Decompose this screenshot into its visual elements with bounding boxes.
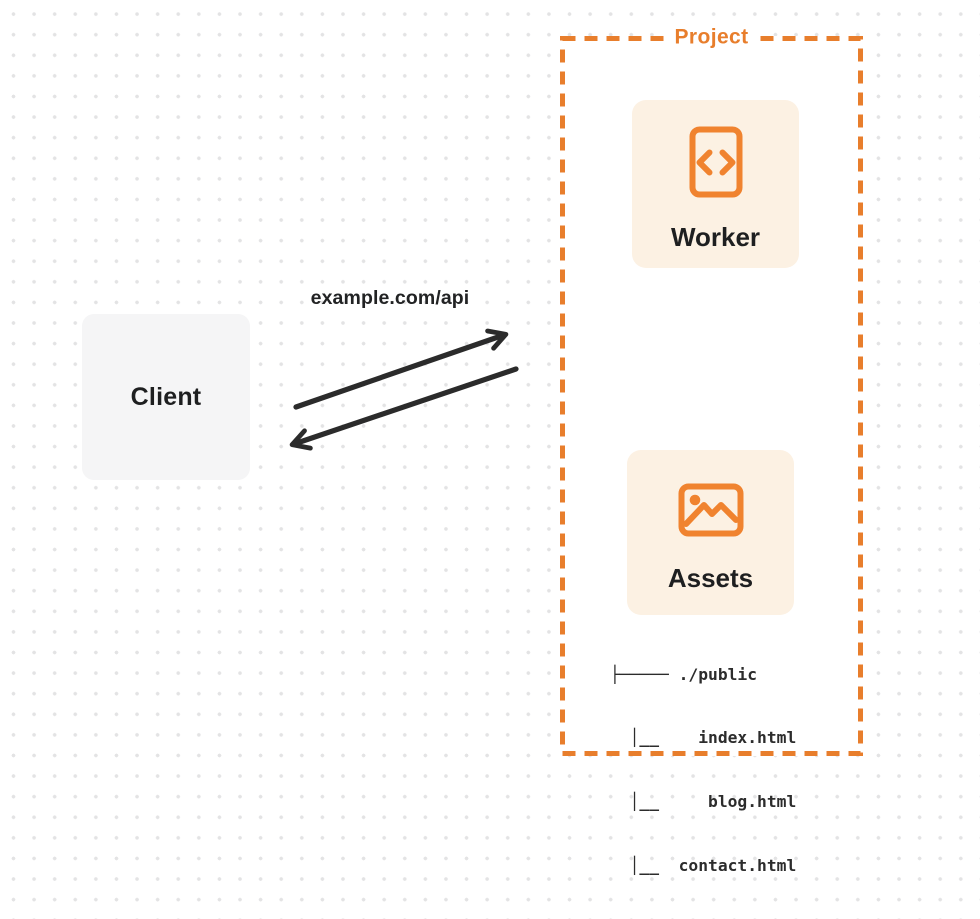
file-tree-line: │__ index.html [610, 728, 797, 748]
project-title: Project [664, 25, 759, 50]
file-tree-line: ├───── ./public [610, 664, 758, 684]
client-label: Client [130, 382, 202, 411]
worker-node: Worker [632, 100, 799, 268]
worker-label: Worker [670, 222, 761, 252]
project-container: Project Worker Assets ├───── ./public │_… [560, 25, 863, 875]
diagram-page: { "colors": { "accent": "#E87E2C", "icon… [0, 0, 980, 875]
response-arrow [289, 366, 519, 451]
request-url-label: example.com/api [310, 287, 470, 309]
assets-label: Assets [667, 563, 754, 593]
assets-node: Assets [627, 450, 794, 615]
file-tree-line: │__ blog.html [610, 792, 797, 812]
code-file-icon [689, 126, 742, 198]
file-tree-line: │__ contact.html [610, 856, 797, 876]
client-node: Client [82, 314, 250, 480]
request-arrow [293, 328, 509, 410]
assets-file-tree: ├───── ./public │__ index.html │__ blog.… [610, 621, 796, 919]
image-icon [678, 483, 743, 537]
